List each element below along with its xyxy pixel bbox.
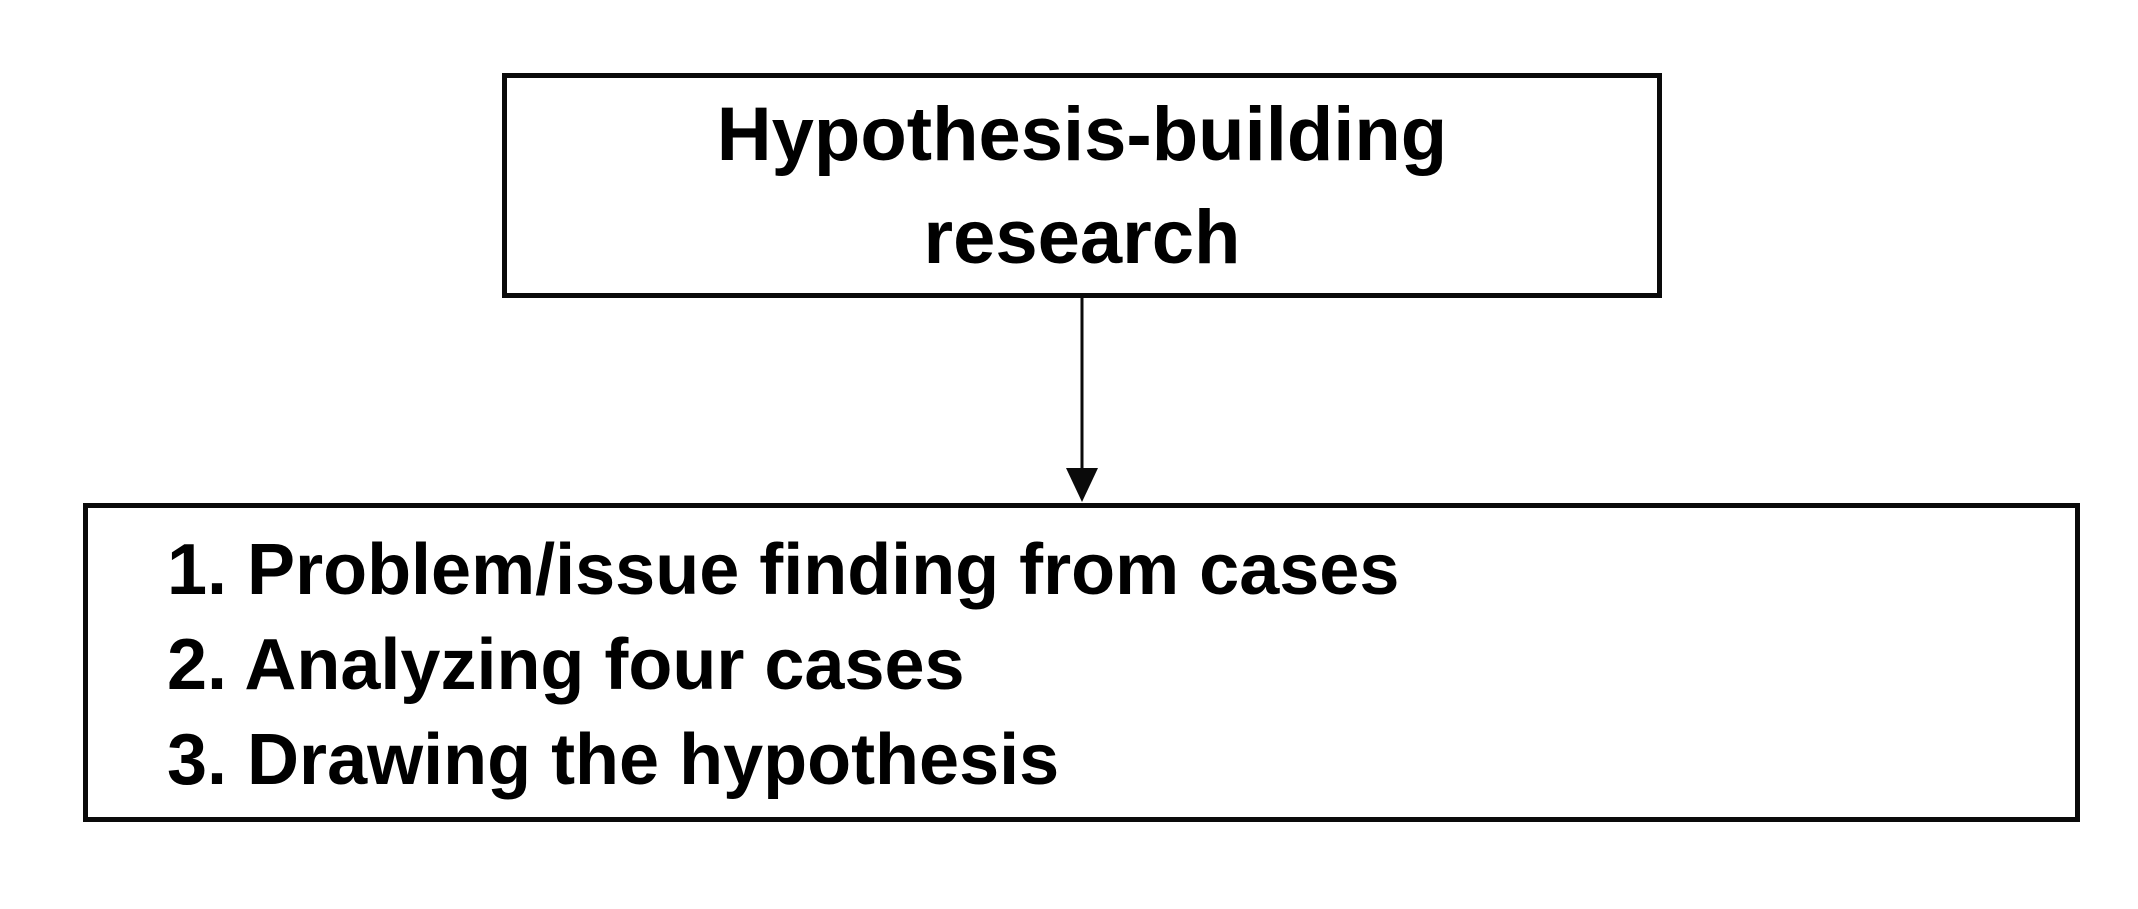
research-step-1: 1. Problem/issue finding from cases — [167, 530, 1400, 610]
down-arrow-icon — [1066, 298, 1098, 502]
research-steps-list: 1. Problem/issue finding from cases 2. A… — [88, 508, 2075, 808]
research-step-2: 2. Analyzing four cases — [167, 625, 965, 705]
down-arrowhead — [1066, 468, 1098, 502]
research-steps-box: 1. Problem/issue finding from cases 2. A… — [83, 503, 2080, 822]
research-step-3: 3. Drawing the hypothesis — [167, 720, 1060, 800]
top-box-label: Hypothesis-building research — [717, 83, 1447, 289]
top-box-label-line2: research — [923, 194, 1241, 280]
hypothesis-building-research-box: Hypothesis-building research — [502, 73, 1662, 298]
top-box-label-line1: Hypothesis-building — [716, 91, 1448, 177]
